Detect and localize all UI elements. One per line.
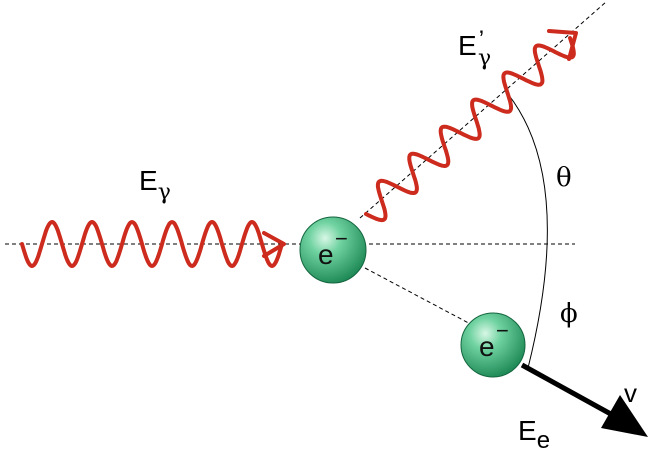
scattered-direction-dashed-line: [359, 1, 607, 219]
scattered-photon-arrowhead: [547, 29, 578, 61]
incident-electron-charge: −: [335, 226, 348, 251]
scattered-energy-label: E’γ: [458, 26, 491, 71]
scattered-photon-wave: [364, 36, 576, 223]
velocity-label: v: [624, 378, 637, 408]
recoil-electron-symbol: e: [479, 331, 495, 362]
recoil-electron-charge: −: [496, 318, 509, 343]
velocity-arrowhead: [601, 395, 648, 437]
velocity-arrow-shaft: [520, 362, 620, 421]
recoil-electron: e −: [460, 312, 526, 378]
phi-label: ϕ: [560, 299, 578, 329]
electron-energy-label: Ee: [518, 415, 550, 449]
theta-label: θ: [556, 163, 572, 193]
recoil-direction-dashed-line: [364, 267, 479, 329]
incident-photon-wave: [20, 220, 284, 268]
incident-electron: e −: [299, 216, 367, 284]
incident-electron-symbol: e: [318, 239, 334, 270]
angle-arc: [507, 93, 548, 369]
incident-energy-label: Eγ: [139, 165, 171, 205]
incident-photon-arrowhead: [262, 231, 286, 258]
